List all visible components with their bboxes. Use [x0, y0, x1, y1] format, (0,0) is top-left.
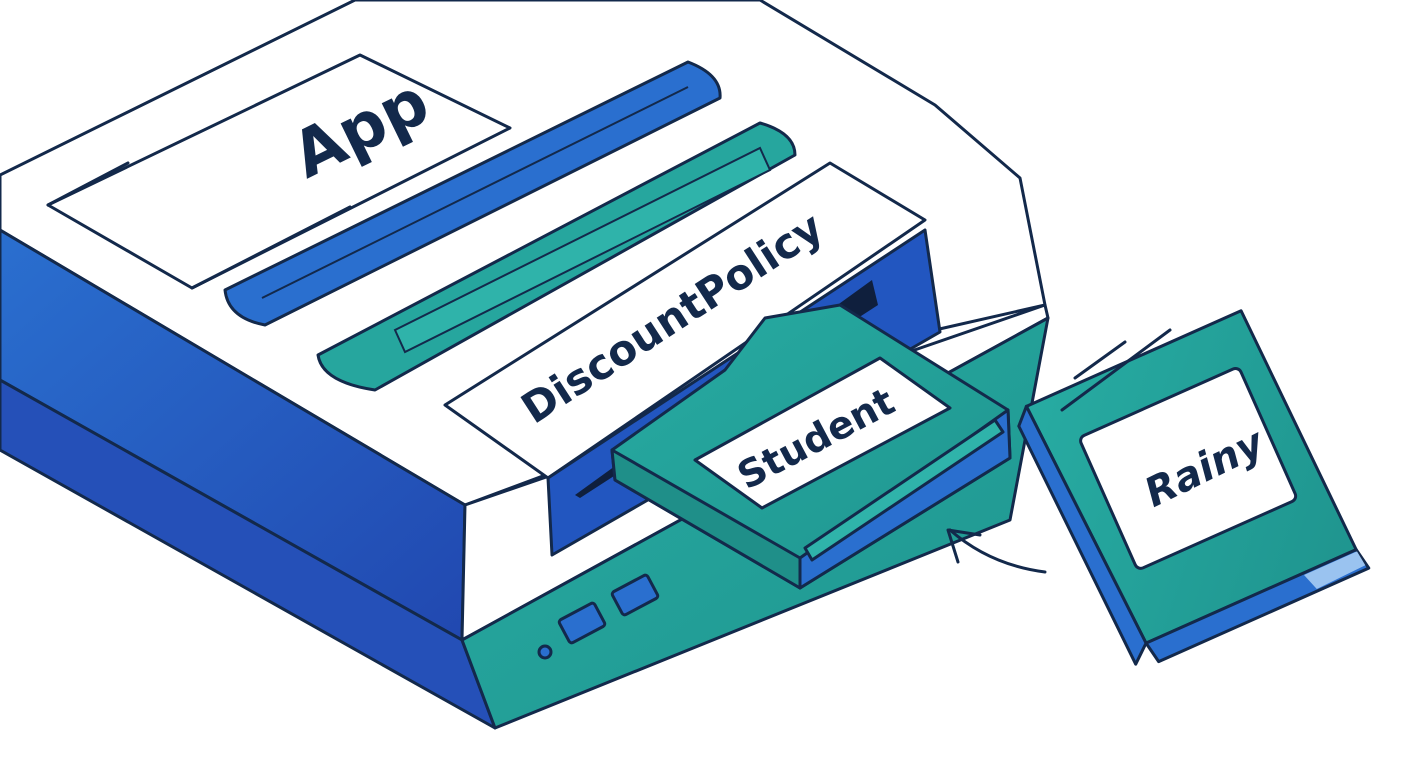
swap-arrow — [948, 528, 1047, 574]
console-label-panel — [46, 53, 512, 290]
console-slot-plate — [443, 161, 927, 480]
front-port-2 — [610, 573, 660, 617]
student-cartridge-label-bg — [693, 356, 952, 510]
rainy-cartridge-label-bg — [1079, 367, 1298, 570]
swap-arrow-head — [946, 528, 982, 564]
swap-cartridge — [1017, 309, 1371, 666]
motion-line-1 — [1060, 328, 1172, 412]
inserted-cartridge — [610, 303, 1012, 590]
motion-line-2 — [1073, 340, 1127, 380]
front-led — [537, 644, 553, 660]
front-port-1 — [557, 601, 607, 645]
